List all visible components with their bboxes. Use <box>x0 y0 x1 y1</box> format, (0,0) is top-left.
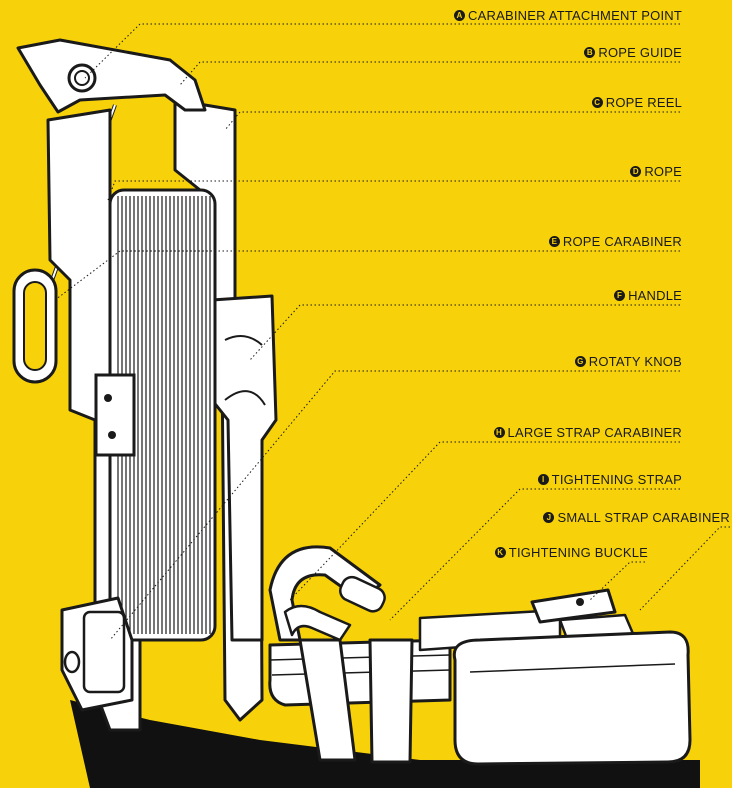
leader-line <box>54 250 680 301</box>
callout-label-f: HANDLE <box>628 288 682 303</box>
callout-badge-b: B <box>584 47 596 58</box>
leader-line <box>639 526 730 611</box>
callout-d: D ROPE <box>630 164 682 179</box>
callout-g: G ROTATY KNOB <box>574 354 682 369</box>
leader-line <box>109 370 680 641</box>
callout-label-e: ROPE CARABINER <box>562 234 682 249</box>
callout-j: J SMALL STRAP CARABINER <box>543 510 730 525</box>
callout-badge-f: F <box>614 290 626 301</box>
leader-line <box>179 61 680 86</box>
callout-label-i: TIGHTENING STRAP <box>551 472 682 487</box>
callout-label-h: LARGE STRAP CARABINER <box>507 425 682 440</box>
side-plate <box>94 373 136 457</box>
leader-line <box>589 561 645 601</box>
callout-label-b: ROPE GUIDE <box>598 45 682 60</box>
callout-label-d: ROPE <box>644 164 682 179</box>
callout-c: C ROPE REEL <box>591 95 682 110</box>
callout-h: H LARGE STRAP CARABINER <box>493 425 682 440</box>
callout-b: B ROPE GUIDE <box>584 45 682 60</box>
callout-label-c: ROPE REEL <box>605 95 682 110</box>
leader-line <box>389 488 680 621</box>
strap-loop-right <box>452 630 692 766</box>
callout-e: E ROPE CARABINER <box>548 234 682 249</box>
rotary-knob-shape <box>60 596 134 712</box>
handle-shape <box>210 294 278 642</box>
callout-badge-h: H <box>493 427 505 438</box>
callout-badge-g: G <box>574 356 586 367</box>
leader-line <box>84 23 680 79</box>
leader-line <box>224 111 680 131</box>
leader-line <box>107 180 680 201</box>
callout-badge-a: A <box>454 10 466 21</box>
callout-label-a: CARABINER ATTACHMENT POINT <box>468 8 682 23</box>
callout-badge-i: I <box>537 474 549 485</box>
leader-line <box>289 441 680 601</box>
callout-f: F HANDLE <box>614 288 682 303</box>
callout-label-g: ROTATY KNOB <box>588 354 682 369</box>
callout-badge-j: J <box>543 512 555 523</box>
callout-badge-e: E <box>548 236 560 247</box>
callout-badge-c: C <box>591 97 603 108</box>
callout-label-k: TIGHTENING BUCKLE <box>508 545 648 560</box>
callout-badge-k: K <box>494 547 506 558</box>
callout-k: K TIGHTENING BUCKLE <box>494 545 648 560</box>
callout-badge-d: D <box>630 166 642 177</box>
rope-guide-arm <box>16 38 207 114</box>
leader-line <box>249 304 680 361</box>
callout-i: I TIGHTENING STRAP <box>537 472 682 487</box>
ground-shadow <box>70 700 700 788</box>
rope-carabiner-shape <box>12 268 58 384</box>
large-strap-carabiner-shape <box>268 545 386 642</box>
callout-a: A CARABINER ATTACHMENT POINT <box>454 8 682 23</box>
callout-label-j: SMALL STRAP CARABINER <box>557 510 730 525</box>
